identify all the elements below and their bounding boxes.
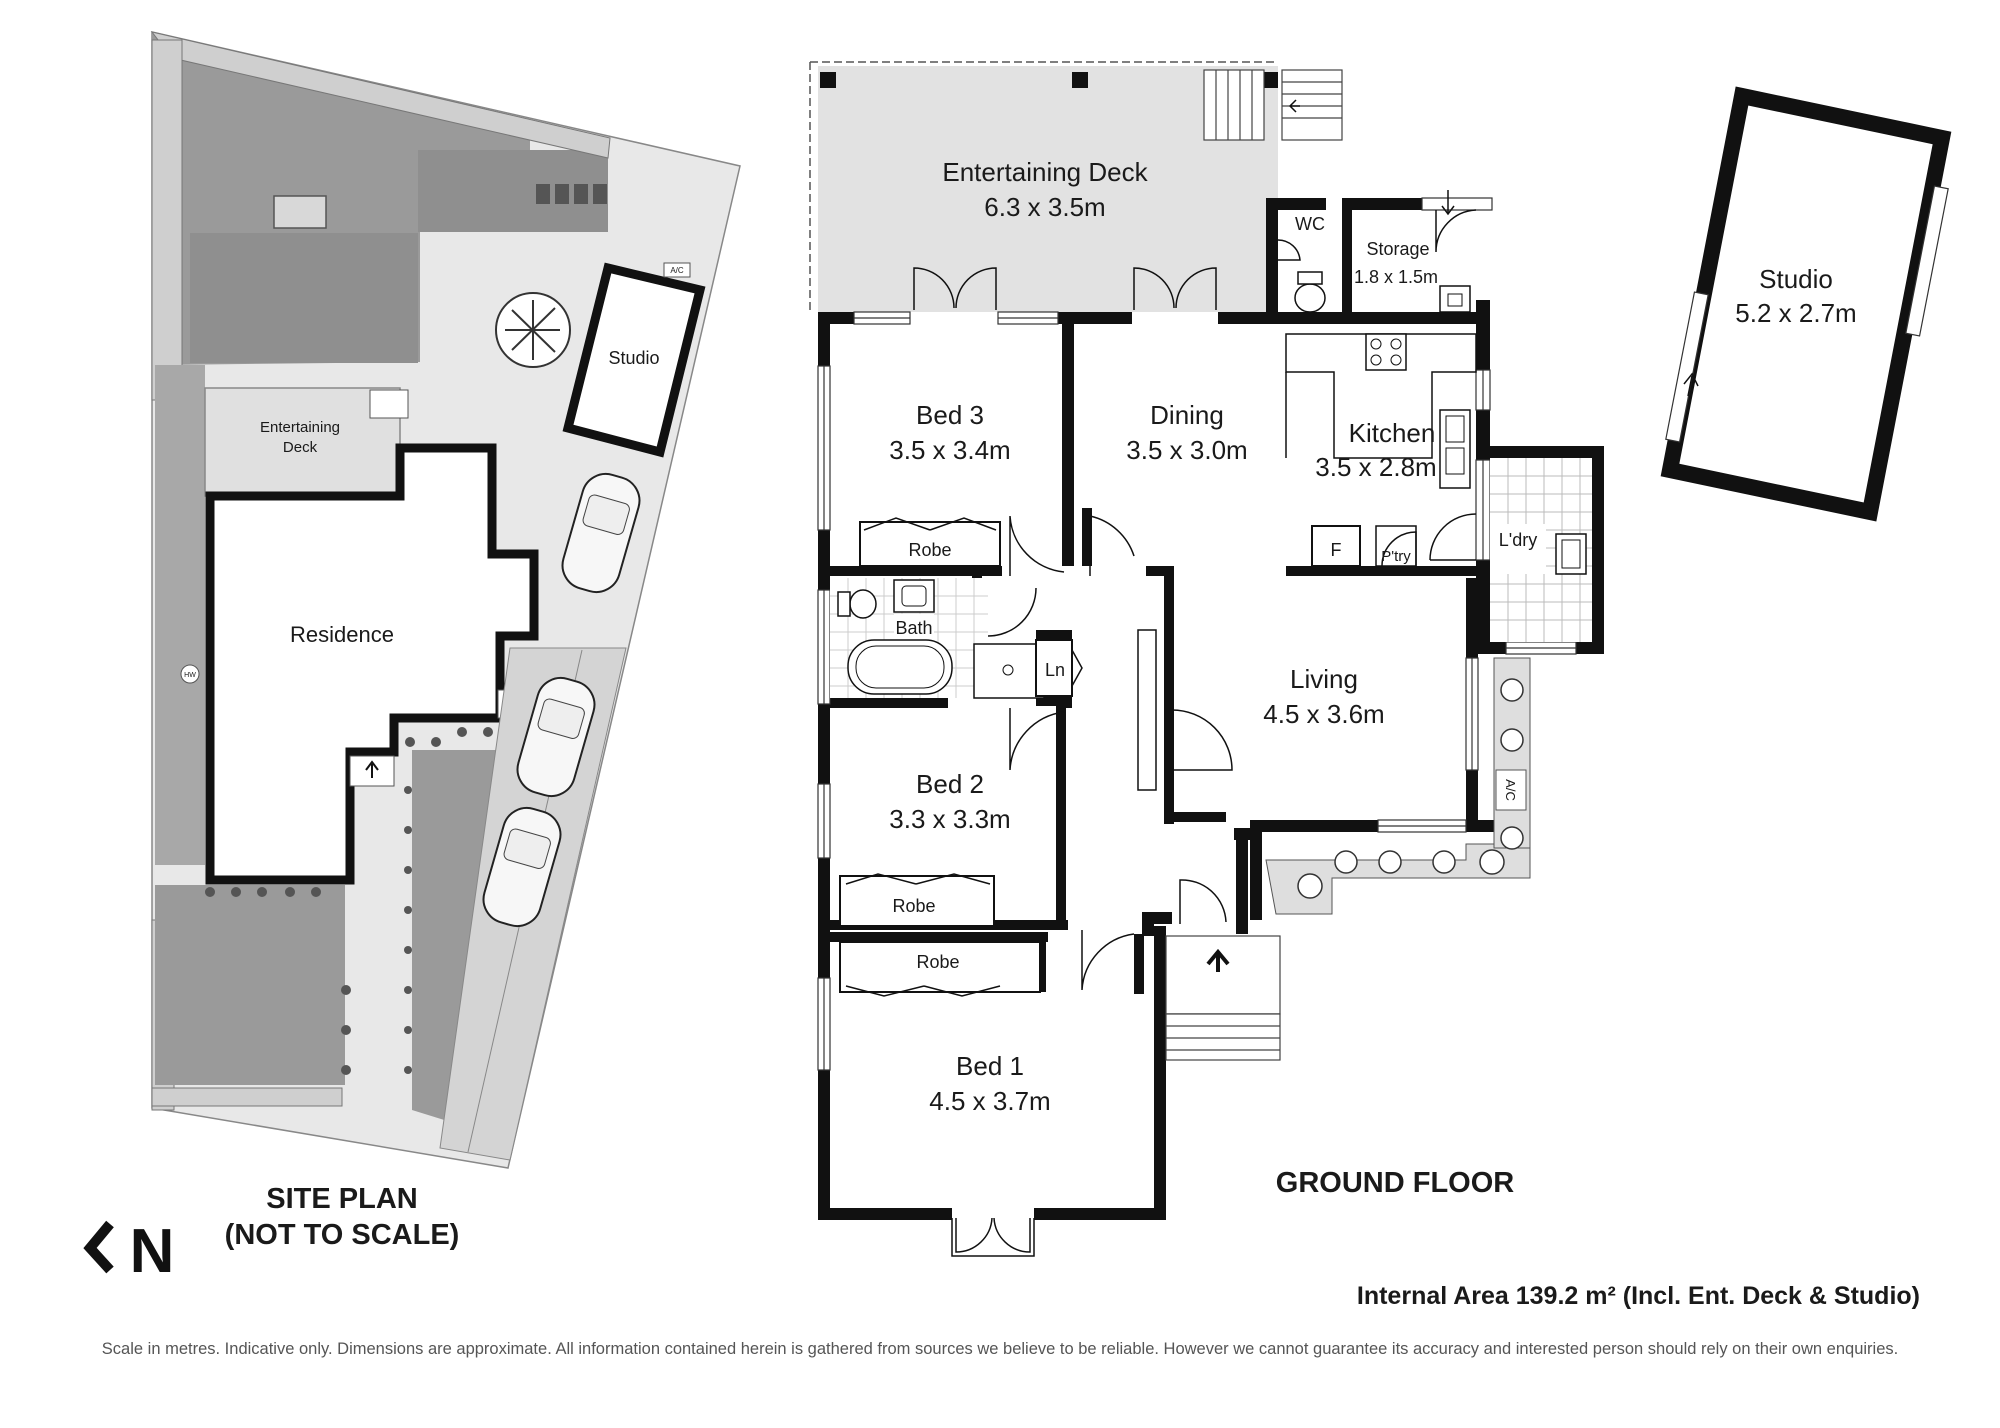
deck-area: Entertaining Deck 6.3 x 3.5m [809,61,1343,312]
cooktop-icon [1365,333,1407,371]
internal-area: Internal Area 139.2 m² (Incl. Ent. Deck … [1357,1282,1920,1310]
site-plan-heading: SITE PLAN [266,1183,417,1215]
entry-arrow-icon [365,760,379,778]
hedge-left [151,39,183,401]
studio-name: Studio [1759,264,1833,294]
sink-icon [1555,533,1587,575]
site-studio-label: Studio [608,348,659,368]
living-dims: 4.5 x 3.6m [1263,699,1384,729]
studio-dims: 5.2 x 2.7m [1735,298,1856,328]
disclaimer: Scale in metres. Indicative only. Dimens… [102,1340,1898,1358]
kitchen-name: Kitchen [1349,418,1436,448]
site-deck-label-1: Entertaining [260,419,340,436]
car-icon [561,472,641,594]
toilet-icon [837,589,877,619]
car-icon [482,806,562,928]
fridge-label: F [1331,540,1342,560]
left-lawn [155,365,205,865]
site-residence: Residence HW A/C [180,443,539,885]
bed1-name: Bed 1 [956,1051,1024,1081]
north-arrow-icon: N [83,1217,175,1286]
hedge-bottom [151,1087,343,1107]
car-icon [516,676,596,798]
entry-stairs [1165,935,1281,1061]
garden-beds: A/C [1265,657,1531,915]
site-hw-label: HW [184,672,196,679]
ground-floor: Entertaining Deck 6.3 x 3.5m [809,61,1604,1257]
bed1-dims: 4.5 x 3.7m [929,1086,1050,1116]
site-studio: Studio A/C [562,262,706,458]
storage-name: Storage [1366,239,1429,259]
tree-icon [495,292,571,368]
studio-building: Studio 5.2 x 2.7m [1660,86,1952,522]
ground-floor-heading: GROUND FLOOR [1276,1167,1514,1199]
storage-dims: 1.8 x 1.5m [1354,267,1438,287]
site-deck-label-2: Deck [283,439,318,456]
deck-name: Entertaining Deck [942,157,1148,187]
linen-label: Ln [1045,660,1065,680]
roof-panels [536,184,607,204]
kitchen-fixtures [1285,333,1477,489]
pantry-label: P'try [1381,548,1411,565]
sink-icon [1439,409,1471,489]
toilet-icon [1294,271,1326,313]
site-ac-label-top: A/C [670,266,684,275]
robe3-label: Robe [908,540,951,560]
bed3-dims: 3.5 x 3.4m [889,435,1010,465]
bathtub-icon [847,639,953,695]
flower-icon [1297,678,1524,899]
dining-dims: 3.5 x 3.0m [1126,435,1247,465]
floor-ac-label: A/C [1503,779,1518,801]
entry-arrow-icon [1206,948,1230,972]
dining-name: Dining [1150,400,1224,430]
deck-stairs [1203,69,1343,141]
site-deck: Entertaining Deck [204,387,409,497]
wc-label: WC [1295,214,1325,234]
upper-roof [190,233,418,363]
bottom-lawn [155,885,345,1085]
bed2-name: Bed 2 [916,769,984,799]
north-letter: N [130,1217,175,1286]
laundry-label: L'dry [1499,530,1537,550]
kitchen-dims: 3.5 x 2.8m [1315,452,1436,482]
robe1-label: Robe [916,952,959,972]
bed3-name: Bed 3 [916,400,984,430]
site-residence-label: Residence [290,622,394,647]
deck-dims: 6.3 x 3.5m [984,192,1105,222]
bath-label: Bath [895,618,932,638]
bed2-dims: 3.3 x 3.3m [889,804,1010,834]
site-plan-subheading: (NOT TO SCALE) [225,1219,460,1251]
walls [818,198,1604,1220]
site-shrubs [205,727,493,1075]
site-plan: Studio A/C Entertaining Deck Residence H… [83,31,741,1286]
living-name: Living [1290,664,1358,694]
sink-icon [893,579,935,613]
robe2-label: Robe [892,896,935,916]
vent [273,195,327,229]
